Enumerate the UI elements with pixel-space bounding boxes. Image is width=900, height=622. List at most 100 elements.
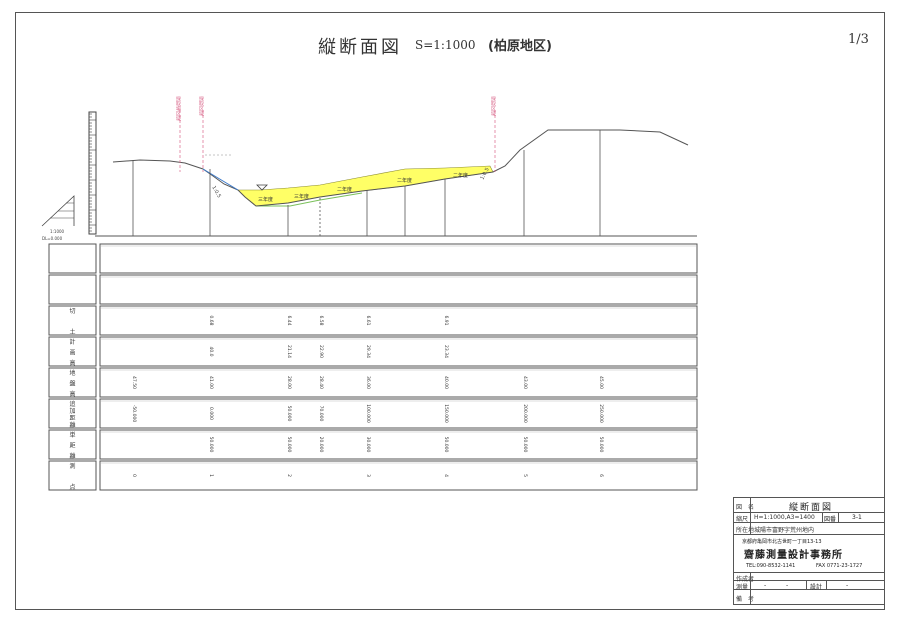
table-cell-value: 5 (522, 474, 528, 477)
table-cell-value: 6.58 (318, 315, 324, 325)
drawing-scale: S=1:1000 (415, 38, 476, 52)
maker-label: 作成者 (736, 576, 755, 583)
table-row-label: 離 (69, 452, 75, 460)
design-value: - (846, 582, 849, 589)
sheet-value: 3-1 (852, 514, 862, 521)
table-row-label-cell (48, 305, 97, 336)
table-cell-value: 50.000 (208, 437, 214, 453)
table-row-label: 盤 (69, 380, 75, 388)
table-row (99, 243, 698, 274)
title-block-location-row: 所在地 城陽市富野字荒州地内 (734, 523, 884, 535)
table-cell-value: 6.61 (365, 315, 371, 325)
stage-label: 二年度 (337, 186, 352, 193)
table-cell-value: 50.000 (286, 437, 292, 453)
table-row-label: 切 (69, 308, 75, 315)
table-cell-value: -50.000 (131, 405, 137, 423)
title-block-maker-row: 作成者 (734, 573, 884, 583)
title-block-scale-row: 縮尺 H=1:1000,A3=1400 図番 3-1 (734, 513, 884, 523)
table-cell-value: 200.000 (522, 404, 528, 423)
location-value: 城陽市富野字荒州地内 (754, 527, 815, 534)
company-name: 齋藤測量設計事務所 (744, 550, 843, 561)
stage-label: 二年度 (397, 177, 412, 184)
title-block: 図 名 縦断面図 縮尺 H=1:1000,A3=1400 図番 3-1 所在地 … (733, 497, 885, 605)
table-row-label: 距 (69, 415, 75, 422)
scale-label: 縮尺 (736, 516, 749, 523)
table-cell-value: 23.34 (443, 345, 449, 358)
table-cell-value: 45.00 (598, 376, 604, 389)
table-row-label-cell (48, 398, 97, 429)
page-number: 1/3 (848, 32, 869, 47)
title-block-name-row: 図 名 縦断面図 (734, 498, 884, 513)
table-row-label-cell (48, 243, 97, 274)
drawing-title: 縦断面図 (318, 37, 402, 58)
surveyor-label: 測量 (736, 584, 749, 591)
table-row-label: 距 (69, 443, 75, 450)
stage-label: 三年度 (294, 193, 309, 200)
table-cell-value: 47.50 (131, 376, 137, 389)
district-label: (柏原地区) (488, 39, 552, 54)
datum-label: DL=0.000 (42, 236, 63, 241)
slope-label-left: 1:0.5 (210, 185, 222, 199)
level-marker-icon (256, 184, 268, 191)
table-cell-value: 28.00 (286, 376, 292, 389)
table-cell-value: 41.00 (208, 376, 214, 389)
table-cell-value: 50.000 (443, 437, 449, 453)
table-cell-value: 6.44 (286, 315, 292, 325)
table-cell-value: 2 (286, 474, 292, 477)
table-row-label-cell (48, 367, 97, 398)
table-cell-value: 0.68 (208, 315, 214, 325)
design-label: 設計 (810, 584, 823, 591)
scale-triangle: 1:1000 DL=0.000 (41, 195, 75, 241)
table-row-label: 点 (69, 483, 75, 491)
table-cell-value: 100.000 (365, 404, 371, 423)
drawing-name-value: 縦断面図 (789, 503, 834, 513)
company-address: 京都府亀岡市北古世町一丁目13-13 (742, 539, 822, 545)
station-lines (132, 130, 601, 236)
table-cell-value: 40.0 (208, 346, 214, 356)
table-row-label: 高 (69, 359, 75, 367)
table-cell-value: 3 (365, 474, 371, 477)
ground-profile-line (112, 129, 689, 207)
table-cell-value: 50.000 (598, 437, 604, 453)
table-cell-value: 0.000 (208, 407, 214, 420)
stage-label: 二年度 (453, 172, 468, 179)
table-cell-value: 4 (443, 474, 449, 477)
table-cell-value: 29.34 (365, 345, 371, 358)
table-row-label: 土 (69, 328, 75, 336)
sheet-label: 図番 (824, 516, 837, 523)
table-cell-value: 0 (131, 474, 137, 477)
location-label: 所在地 (736, 527, 755, 534)
surveyor-value-2: - (786, 582, 789, 589)
stage-label: 三年度 (258, 196, 273, 203)
existing-ground-in-pit (256, 192, 363, 207)
table-row-label: 追 (69, 400, 75, 408)
table-row-label-cell (48, 429, 97, 460)
surveyor-value: - (764, 582, 767, 589)
table-cell-value: 40.00 (443, 376, 449, 389)
table-row (99, 460, 698, 491)
boundary-marker-label: 採取場区域 (175, 95, 181, 121)
table-cell-value: 21.14 (286, 345, 292, 358)
table-row-label: 測 (69, 462, 75, 470)
table-row-label: 単 (69, 431, 75, 439)
table-cell-value: 50.000 (522, 437, 528, 453)
table-row-label-cell (48, 336, 97, 367)
table-row (99, 367, 698, 398)
table-cell-value: 6.91 (443, 315, 449, 325)
remarks-label: 備 考 (736, 596, 755, 603)
table-cell-value: 250.000 (598, 404, 604, 423)
table-cell-value: 28.40 (318, 376, 324, 389)
table-cell-value: 150.000 (443, 404, 449, 423)
drawing-name-label: 図 名 (736, 504, 755, 511)
title-block-remarks-row: 備 考 (734, 590, 884, 604)
vertical-scale-ruler (88, 111, 97, 235)
table-row (99, 398, 698, 429)
table-row-label: 画 (69, 350, 75, 357)
table-cell-value: 30.000 (365, 437, 371, 453)
table-cell-value: 50.000 (286, 406, 292, 422)
table-cell-value: 70.000 (318, 406, 324, 422)
table-cell-value: 1 (208, 474, 214, 477)
